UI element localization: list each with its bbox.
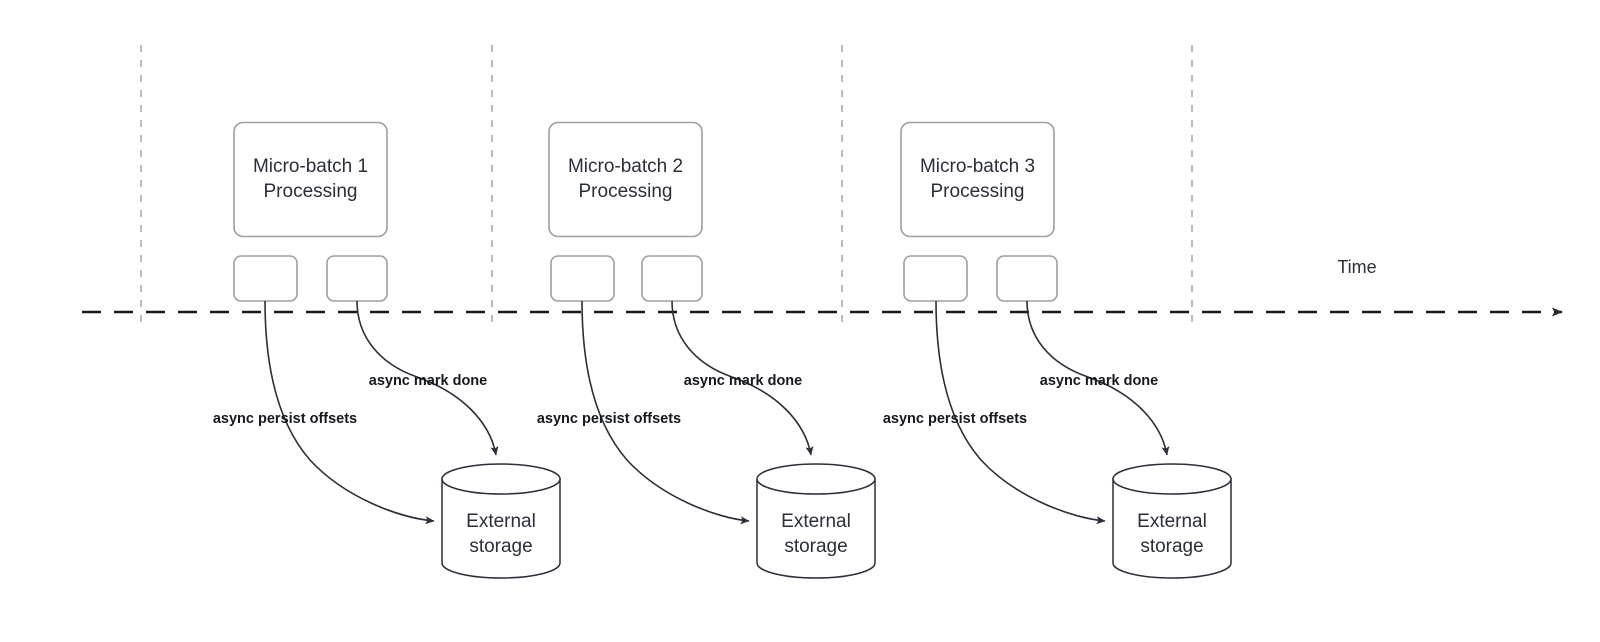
mark-done-task-box-1[interactable] bbox=[326, 255, 388, 302]
async-mark-done-edge-2 bbox=[671, 300, 814, 456]
async-persist-offsets-edge-3 bbox=[935, 300, 1106, 525]
async-persist-offsets-label-1: async persist offsets bbox=[213, 411, 357, 427]
async-persist-offsets-label-3: async persist offsets bbox=[883, 411, 1027, 427]
offset-task-box-1[interactable] bbox=[233, 255, 298, 302]
micro-batch-box-2-line1: Micro-batch 2 bbox=[568, 156, 683, 177]
micro-batch-box-3-line1: Micro-batch 3 bbox=[920, 156, 1035, 177]
offset-task-box-2[interactable] bbox=[550, 255, 615, 302]
external-storage-cylinder-1[interactable]: External storage bbox=[441, 463, 561, 579]
external-storage-label-2-line2: storage bbox=[784, 536, 847, 557]
cylinder-top-1 bbox=[441, 463, 561, 495]
micro-batch-box-2-line2: Processing bbox=[579, 181, 673, 202]
micro-batch-group-2: Micro-batch 2 Processing External storag… bbox=[537, 121, 876, 579]
external-storage-label-2-line1: External bbox=[781, 511, 851, 532]
cylinder-body-1 bbox=[441, 478, 561, 579]
external-storage-label-1-line1: External bbox=[466, 511, 536, 532]
async-persist-offsets-edge-1 bbox=[264, 300, 435, 525]
cylinder-body-2 bbox=[756, 478, 876, 579]
micro-batch-box-2[interactable] bbox=[548, 121, 703, 238]
micro-batch-box-1-line2: Processing bbox=[264, 181, 358, 202]
external-storage-label-3-line1: External bbox=[1137, 511, 1207, 532]
micro-batch-group-3: Micro-batch 3 Processing External storag… bbox=[883, 121, 1232, 579]
external-storage-cylinder-2[interactable]: External storage bbox=[756, 463, 876, 579]
timeline-label: Time bbox=[1337, 257, 1376, 277]
async-mark-done-label-3: async mark done bbox=[1040, 373, 1158, 389]
micro-batch-box-3-line2: Processing bbox=[931, 181, 1025, 202]
offset-task-box-3[interactable] bbox=[903, 255, 968, 302]
micro-batch-box-1[interactable] bbox=[233, 121, 388, 238]
cylinder-top-3 bbox=[1112, 463, 1232, 495]
async-persist-offsets-label-2: async persist offsets bbox=[537, 411, 681, 427]
external-storage-cylinder-3[interactable]: External storage bbox=[1112, 463, 1232, 579]
async-mark-done-edge-3 bbox=[1026, 300, 1170, 456]
async-persist-offsets-edge-2 bbox=[581, 300, 750, 525]
async-mark-done-label-2: async mark done bbox=[684, 373, 802, 389]
external-storage-label-1-line2: storage bbox=[469, 536, 532, 557]
micro-batch-group-1: Micro-batch 1 Processing External storag… bbox=[213, 121, 561, 579]
async-mark-done-edge-1 bbox=[356, 300, 499, 456]
tick-lines-group bbox=[140, 45, 1193, 322]
micro-batch-box-3[interactable] bbox=[900, 121, 1055, 238]
external-storage-label-3-line2: storage bbox=[1140, 536, 1203, 557]
async-mark-done-label-1: async mark done bbox=[369, 373, 487, 389]
mark-done-task-box-3[interactable] bbox=[996, 255, 1058, 302]
cylinder-body-3 bbox=[1112, 478, 1232, 579]
micro-batch-box-1-line1: Micro-batch 1 bbox=[253, 156, 368, 177]
cylinder-top-2 bbox=[756, 463, 876, 495]
mark-done-task-box-2[interactable] bbox=[641, 255, 703, 302]
